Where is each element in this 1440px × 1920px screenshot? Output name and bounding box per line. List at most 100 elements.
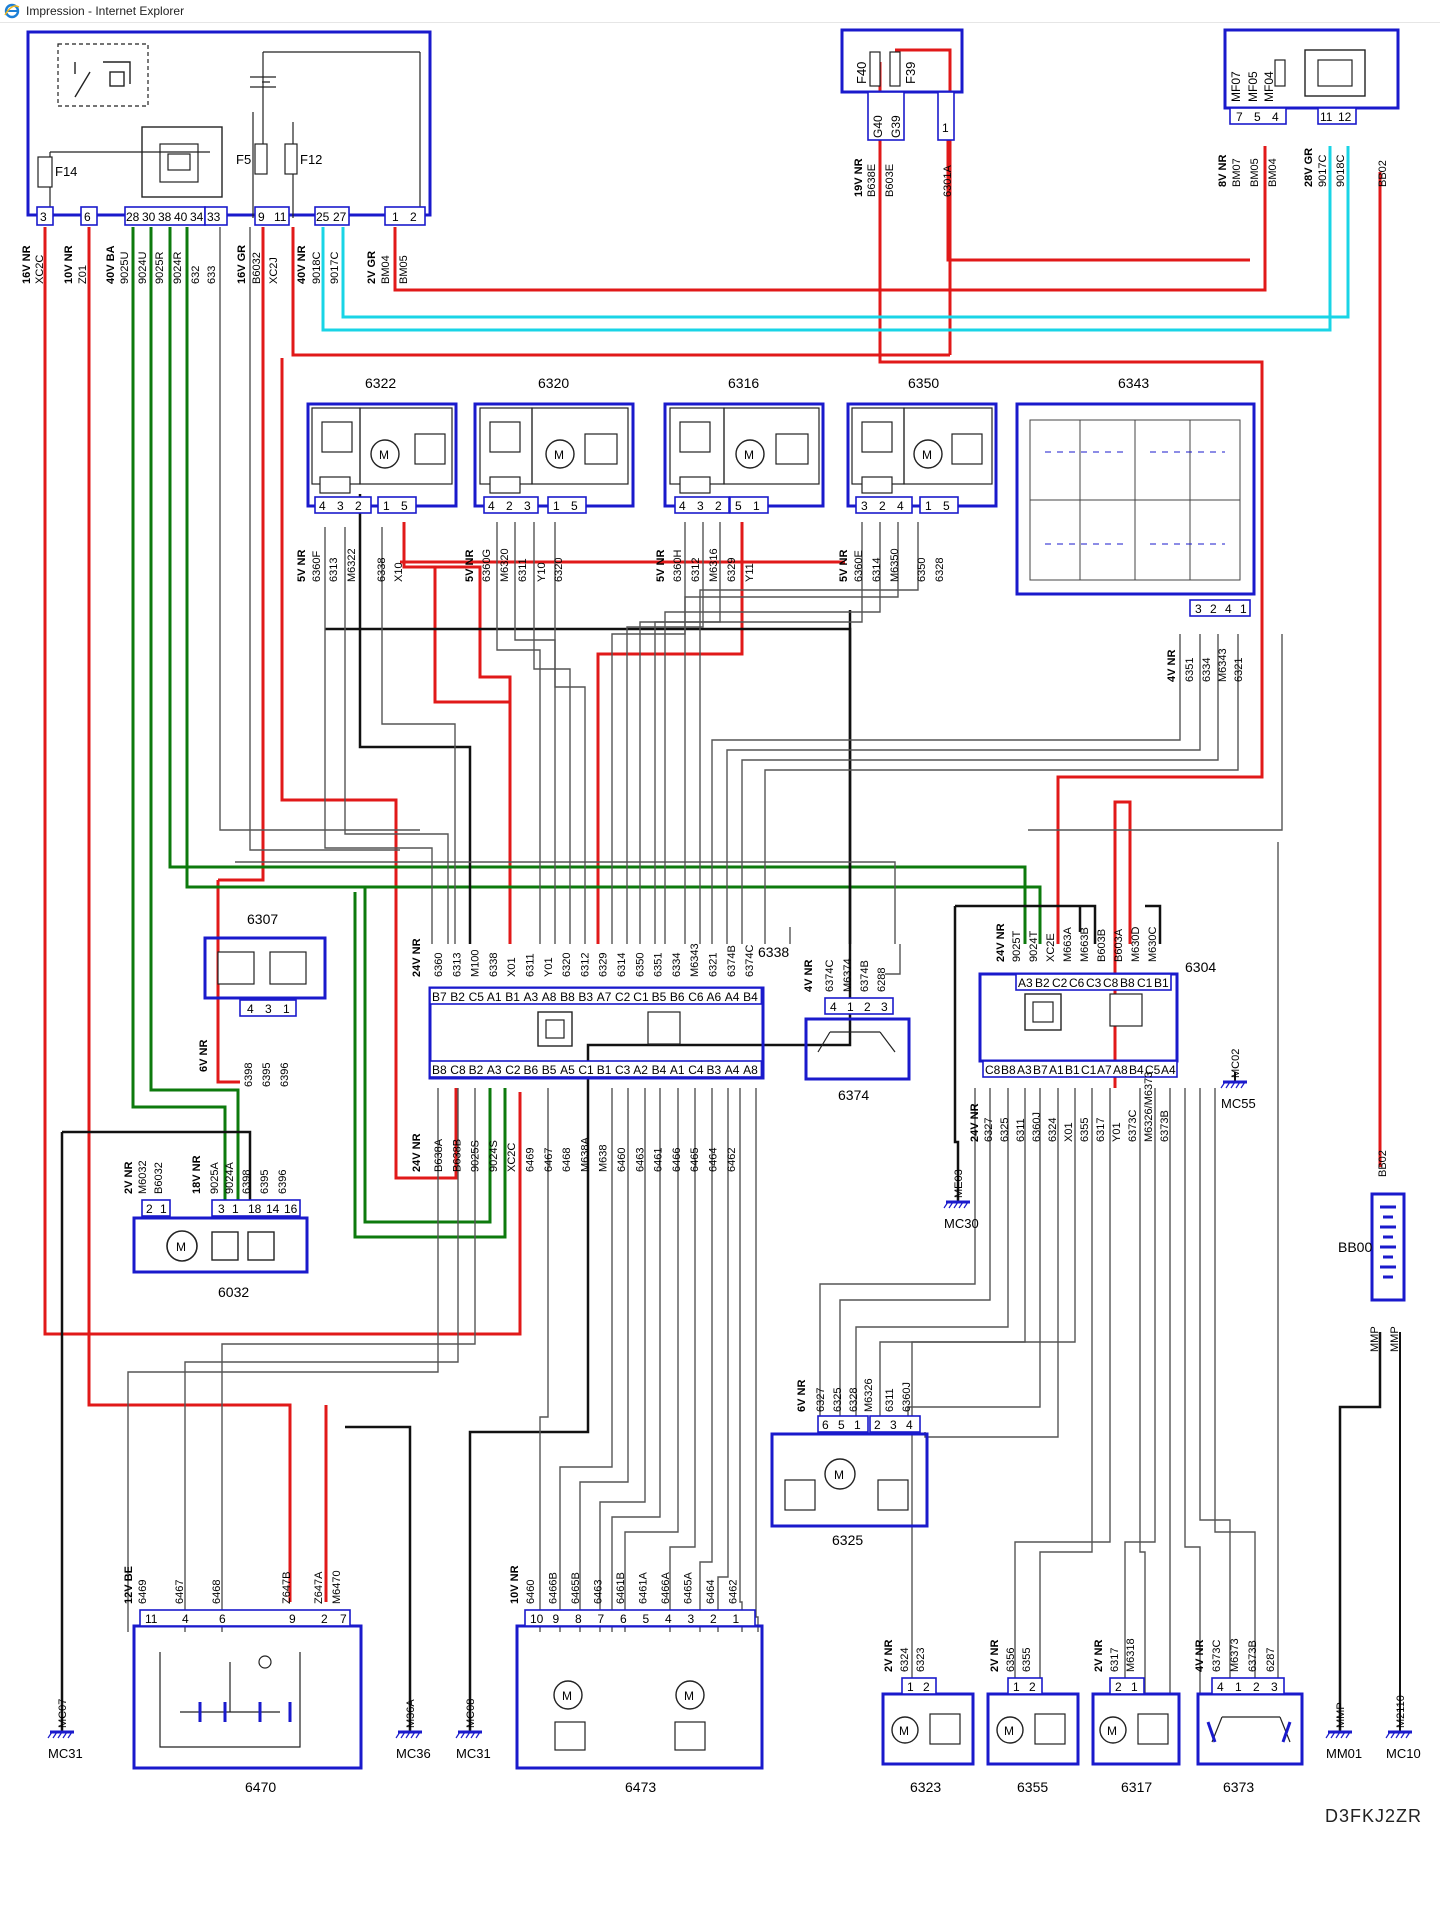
connector-label: 40V NR — [296, 245, 308, 284]
pin-number: 2 — [864, 1000, 871, 1014]
wire-label: BM05 — [398, 255, 410, 284]
connector-label: 12V BE — [123, 1566, 135, 1604]
pin-number: 4 — [319, 499, 326, 513]
wire-label: 9024U — [137, 252, 149, 284]
pin-number: 1 — [383, 499, 390, 513]
pin-number: B6 — [524, 1063, 539, 1077]
pin-number: 2 — [355, 499, 362, 513]
wire-label: 6360 — [433, 953, 445, 977]
wire-label: 6460 — [616, 1148, 628, 1172]
wire-label: M100 — [470, 949, 482, 977]
pin-number: B3 — [707, 1063, 722, 1077]
fuse-label: MF05 — [1246, 71, 1260, 102]
connector-label: 8V NR — [1217, 155, 1229, 187]
motor-icon: M — [834, 1468, 844, 1482]
component-ref: 6470 — [245, 1779, 276, 1795]
wire-label: 6463 — [634, 1148, 646, 1172]
wire-label: 6323 — [915, 1648, 927, 1672]
connector-label: 16V GR — [236, 245, 248, 284]
pin-number: B5 — [542, 1063, 557, 1077]
component-6355: 6355 M 1 2 2V NR 6356 6355 — [986, 1640, 1080, 1795]
motor-icon: M — [1004, 1724, 1014, 1738]
top-right-module: MF07 MF05 MF04 7 5 4 11 12 8V NR BM07 BM… — [1217, 28, 1400, 187]
wire-label: 9018C — [1335, 155, 1347, 187]
wire-label: 6324 — [899, 1648, 911, 1672]
pin-number: 2 — [710, 1612, 717, 1626]
wire-label: 6398 — [243, 1063, 255, 1087]
component-6373: 6373 4 1 2 3 4V NR 6373C M6373 6373B 628… — [1194, 1638, 1304, 1795]
pin-number: 1 — [160, 1202, 167, 1216]
wire-label: 6360G — [481, 549, 493, 582]
wire-label: 6312 — [690, 558, 702, 582]
fuse-label: MF04 — [1262, 71, 1276, 102]
pin-number: A8 — [1113, 1063, 1128, 1077]
wire-label: 6468 — [561, 1148, 573, 1172]
connector-label: 10V NR — [509, 1565, 521, 1604]
component-ref: 6320 — [538, 375, 569, 391]
component-6350: 6350 M 3 2 4 1 5 5V NR 6360E 6314 M6350 … — [838, 375, 998, 582]
ground-label: MC55 — [1221, 1096, 1256, 1111]
pin-number: B4 — [1129, 1063, 1144, 1077]
pin-number: C1 — [1137, 976, 1153, 990]
component-ref: 6317 — [1121, 1779, 1152, 1795]
component-ref: 6032 — [218, 1284, 249, 1300]
component-6317: 6317 M 2 1 2V NR 6317 M6318 — [1091, 1638, 1181, 1795]
pin-number: B1 — [597, 1063, 612, 1077]
wire-label: Y11 — [744, 563, 756, 582]
wire-label: 6463 — [593, 1580, 605, 1604]
pin-number: 9 — [258, 210, 265, 224]
pin-number: 9 — [289, 1612, 296, 1626]
bsi-module: F14 F5 F12 3 6 28 30 38 40 34 33 9 11 25… — [21, 30, 432, 284]
pin-number: B8 — [560, 990, 575, 1004]
connector-label: 4V NR — [1166, 650, 1178, 682]
pin-number: 3 — [337, 499, 344, 513]
wire-label: 9018C — [311, 252, 323, 284]
wire-label: 6321 — [708, 953, 720, 977]
wire-label: M6032 — [137, 1160, 149, 1194]
pin-number: 16 — [284, 1202, 298, 1216]
wire-label: 6334 — [671, 953, 683, 977]
pin-number: B6 — [670, 990, 685, 1004]
wire-label: 9025A — [209, 1162, 221, 1194]
fuse-label: F14 — [55, 164, 77, 179]
wire-label: 6374C — [824, 960, 836, 992]
connector-label: 4V NR — [803, 960, 815, 992]
connector-label: 2V GR — [366, 251, 378, 284]
wire-label: 6360J — [1031, 1112, 1043, 1142]
pin-number: A3 — [1017, 1063, 1032, 1077]
pin-number: 4 — [488, 499, 495, 513]
pin-number: 2 — [321, 1612, 328, 1626]
connector-label: 5V NR — [655, 550, 667, 582]
pin-number: 5 — [401, 499, 408, 513]
pin-number: 3 — [890, 1418, 897, 1432]
connector-label: 24V NR — [411, 1133, 423, 1172]
pin-number: C5 — [1145, 1063, 1161, 1077]
wire-label: 6360E — [853, 550, 865, 582]
wiring-diagram: F14 F5 F12 3 6 28 30 38 40 34 33 9 11 25… — [21, 28, 1421, 1826]
component-ref: 6338 — [758, 944, 789, 960]
pin-number: 6 — [620, 1612, 627, 1626]
wire-label: 6325 — [832, 1388, 844, 1412]
pin-number: 1 — [1131, 1680, 1138, 1694]
wire-label: 9025T — [1011, 931, 1023, 962]
wire-label: M630D — [1130, 926, 1142, 962]
wire-label: 6374B — [726, 945, 738, 977]
connector-label: 10V NR — [63, 245, 75, 284]
ground-wire: M2110 — [1395, 1695, 1407, 1728]
pin-number: 4 — [1217, 1680, 1224, 1694]
wire-label: BB02 — [1377, 1150, 1389, 1177]
connector-label: 24V NR — [995, 923, 1007, 962]
component-ref: BB00 — [1338, 1239, 1372, 1255]
pin-number: 1 — [854, 1418, 861, 1432]
pin-number: 4 — [1225, 602, 1232, 616]
pin-number: B3 — [578, 990, 593, 1004]
component-6470: 6470 11 4 6 9 2 7 12V BE 6469 6467 6468 … — [123, 1566, 363, 1795]
wire-label: X01 — [1063, 1122, 1075, 1142]
pin-number: A1 — [487, 990, 502, 1004]
connector-label: 2V NR — [883, 1640, 895, 1672]
pin-number: A3 — [1018, 976, 1033, 990]
seat-motor-row: 6322 M 4 3 2 1 5 5V NR 6360F 6313 M6322 … — [296, 375, 1256, 682]
component-ref: 6343 — [1118, 375, 1149, 391]
